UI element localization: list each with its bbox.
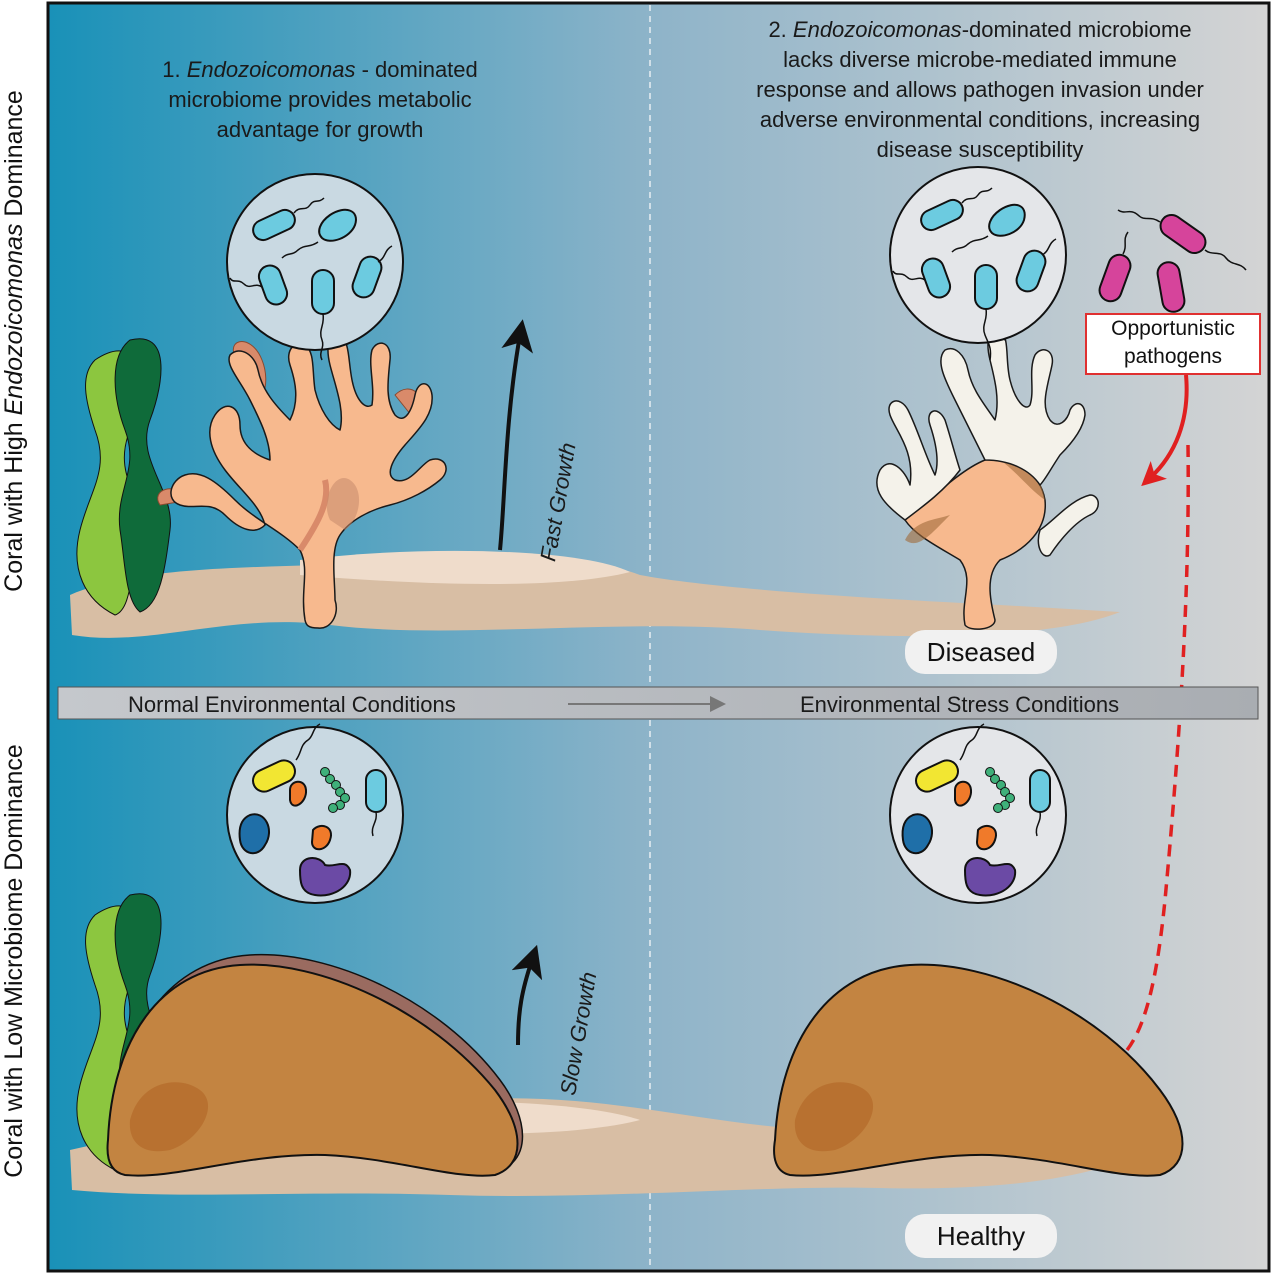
panel-2-caption: 2. Endozoicomonas-dominated microbiome l… — [700, 15, 1260, 165]
stress-conditions-label: Environmental Stress Conditions — [800, 692, 1120, 717]
panel-1-line-1: 1. Endozoicomonas - dominated — [120, 55, 520, 85]
fast-growth-arrow — [498, 319, 533, 551]
branching-coral-healthy — [157, 298, 447, 629]
opportunistic-pathogens-label: Opportunistic pathogens — [1085, 313, 1261, 375]
pathogen-cluster — [1098, 209, 1247, 313]
microbe-circle-diverse-1 — [226, 723, 404, 904]
microbe-circle-diverse-2 — [889, 723, 1067, 904]
pathogens-line-2: pathogens — [1123, 345, 1223, 368]
microbe-circle-endozoicomonas-1 — [226, 173, 404, 361]
panel-1-caption: 1. Endozoicomonas - dominated microbiome… — [120, 55, 520, 145]
branching-coral-diseased — [876, 315, 1099, 630]
row-label-high-endozoicomonas: Coral with High Endozoicomonas Dominance — [0, 16, 30, 666]
panel-2-number: 2. — [768, 17, 793, 42]
panel-2-line-2: lacks diverse microbe-mediated immune — [783, 47, 1177, 72]
slow-growth-arrow — [511, 944, 543, 1046]
normal-conditions-label: Normal Environmental Conditions — [128, 692, 456, 717]
row-label-top-suffix: Dominance — [0, 90, 28, 224]
panel-2-line-4: adverse environmental conditions, increa… — [759, 107, 1201, 132]
row-label-bottom-text: Coral with Low Microbiome Dominance — [0, 744, 28, 1178]
massive-coral-left — [106, 953, 524, 1177]
row-label-low-microbiome: Coral with Low Microbiome Dominance — [0, 636, 30, 1286]
pathogen-invasion-arrow — [1141, 374, 1189, 487]
row-label-top-italic: Endozoicomonas — [0, 223, 28, 416]
seaweed-top — [76, 338, 171, 616]
panel-2-line-1-rest: -dominated microbiome — [961, 17, 1192, 42]
panel-1-number: 1. — [162, 57, 187, 82]
panel-1-italic: Endozoicomonas — [186, 57, 356, 82]
panel-1-line-2: microbiome provides metabolic — [168, 87, 472, 112]
row-label-top-prefix: Coral with High — [0, 415, 28, 592]
status-diseased: Diseased — [905, 630, 1057, 674]
panel-2-italic: Endozoicomonas — [792, 17, 962, 42]
panel-2-line-1: 2. Endozoicomonas-dominated microbiome — [700, 15, 1260, 45]
massive-coral-right — [773, 963, 1184, 1177]
status-healthy: Healthy — [905, 1214, 1057, 1258]
panel-1-line-3: advantage for growth — [216, 117, 424, 142]
panel-2-line-5: disease susceptibility — [876, 137, 1084, 162]
panel-1-line-1-rest: - dominated — [355, 57, 478, 82]
panel-2-line-3: response and allows pathogen invasion un… — [756, 77, 1204, 102]
microbe-circle-endozoicomonas-2 — [889, 166, 1067, 361]
pathogens-line-1: Opportunistic — [1111, 317, 1235, 340]
pathogen-inhibition-line — [1098, 444, 1190, 1082]
